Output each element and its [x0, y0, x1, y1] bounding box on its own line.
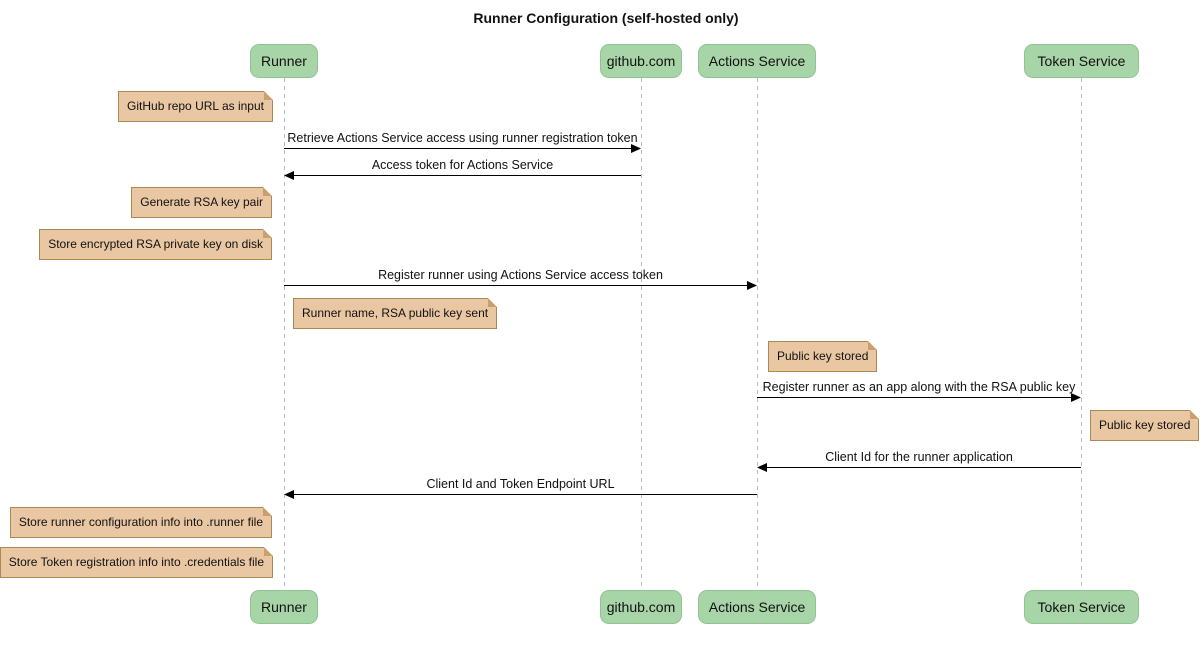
participant-actions-service-top: Actions Service	[698, 44, 816, 78]
note-fold-icon	[264, 547, 273, 556]
participant-token-service-top: Token Service	[1024, 44, 1139, 78]
note-runner-name-sent: Runner name, RSA public key sent	[293, 298, 498, 329]
arrow-register-runner	[284, 281, 757, 290]
arrow-client-id	[757, 463, 1081, 472]
note-fold-icon	[263, 507, 272, 516]
note-text: GitHub repo URL as input	[127, 99, 264, 113]
message-label-client-id: Client Id for the runner application	[825, 450, 1013, 464]
message-label-client-id-endpoint: Client Id and Token Endpoint URL	[426, 477, 615, 491]
note-generate-rsa: Generate RSA key pair	[131, 187, 272, 218]
note-text: Store encrypted RSA private key on disk	[48, 237, 263, 251]
note-fold-icon	[263, 187, 272, 196]
participant-github-bottom: github.com	[600, 590, 682, 624]
participant-actions-service-bottom: Actions Service	[698, 590, 816, 624]
participant-github-top: github.com	[600, 44, 682, 78]
note-text: Store runner configuration info into .ru…	[18, 515, 263, 529]
note-text: Store Token registration info into .cred…	[8, 555, 264, 569]
note-public-key-stored-actions: Public key stored	[768, 341, 878, 372]
diagram-title: Runner Configuration (self-hosted only)	[473, 10, 739, 26]
note-fold-icon	[263, 229, 272, 238]
note-text: Public key stored	[1099, 418, 1191, 432]
participant-runner-bottom: Runner	[250, 590, 318, 624]
participant-runner-top: Runner	[250, 44, 318, 78]
note-text: Public key stored	[777, 349, 869, 363]
note-text: Runner name, RSA public key sent	[302, 306, 489, 320]
note-store-runner-file: Store runner configuration info into .ru…	[9, 507, 272, 538]
note-store-private-key: Store encrypted RSA private key on disk	[39, 229, 272, 260]
note-text: Generate RSA key pair	[140, 195, 263, 209]
note-fold-icon	[264, 91, 273, 100]
note-fold-icon	[1190, 410, 1200, 419]
note-public-key-stored-token: Public key stored	[1090, 410, 1200, 441]
message-label-register-runner: Register runner using Actions Service ac…	[378, 268, 663, 282]
note-store-credentials-file: Store Token registration info into .cred…	[0, 547, 273, 578]
participant-token-service-bottom: Token Service	[1024, 590, 1139, 624]
note-github-repo-url: GitHub repo URL as input	[118, 91, 273, 122]
arrow-client-id-endpoint	[284, 490, 757, 499]
arrow-register-app	[757, 393, 1081, 402]
note-fold-icon	[488, 298, 498, 307]
note-fold-icon	[868, 341, 878, 350]
message-label-register-app: Register runner as an app along with the…	[762, 380, 1076, 394]
message-label-retrieve-access: Retrieve Actions Service access using ru…	[287, 131, 638, 145]
message-label-access-token: Access token for Actions Service	[371, 158, 554, 172]
arrow-access-token	[284, 171, 641, 180]
arrow-retrieve-access	[284, 144, 641, 153]
